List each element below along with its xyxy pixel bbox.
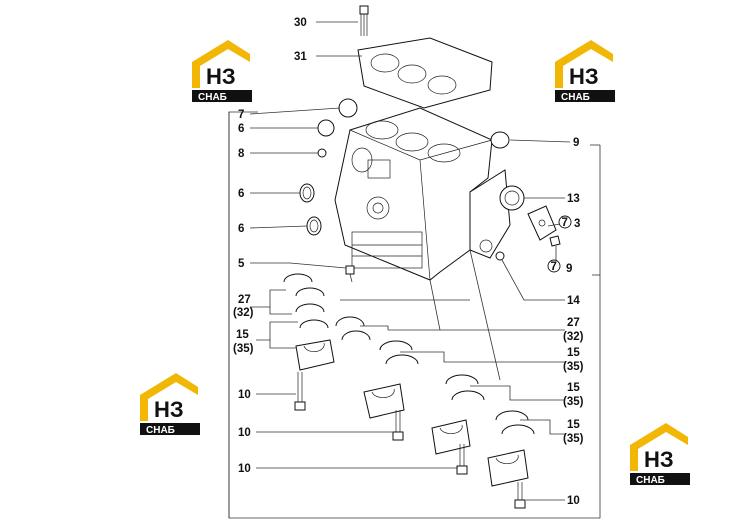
callout-6b: 6 [238,188,244,200]
callout-31: 31 [294,51,307,63]
group-bracket-lines [228,111,601,519]
watermark-logo-bottom-left: НЗ СНАБ [140,373,200,436]
bolt-5-part [345,265,355,283]
seal-6b-part [299,183,315,203]
head-gasket-part [357,37,493,109]
rear-plate-part [469,169,511,259]
callout-10d: 10 [567,495,580,507]
callout-3: 3 [574,218,580,230]
callout-6a: 6 [238,123,244,135]
callout-13: 13 [567,193,580,205]
callout-15d: 15 [567,419,580,431]
callout-35d: (35) [563,433,584,445]
svg-text:НЗ: НЗ [569,64,599,89]
callout-10b: 10 [238,427,251,439]
callout-8: 8 [238,148,245,160]
callout-15a: 15 [236,329,249,341]
cylinder-block-part [334,107,494,281]
cap-bolt-1-part [294,372,306,411]
callout-27b: 27 [567,317,580,329]
watermark-logo-top-left: НЗ СНАБ [192,40,252,103]
callout-32a: (32) [233,307,254,319]
cap-bolt-4-part [514,482,526,509]
bearing-cap-1-part [295,339,335,371]
plug-6a-part [317,119,335,137]
cover-plate-3-part [527,205,557,241]
ref-circle-7a: 7 [558,215,572,229]
svg-text:СНАБ: СНАБ [198,92,227,103]
svg-text:СНАБ: СНАБ [146,425,175,436]
callout-32b: (32) [563,331,584,343]
svg-text:НЗ: НЗ [154,397,184,422]
callout-35c: (35) [563,396,584,408]
callout-5: 5 [238,258,245,270]
callout-14: 14 [567,295,580,307]
plug-14-part [495,251,505,261]
bearing-shells-right-part [445,374,485,401]
head-bolt-part [359,5,369,36]
watermark-logo-top-right: НЗ СНАБ [555,40,615,103]
callout-30: 30 [294,17,307,29]
bearing-cap-3-part [431,419,471,455]
seal-6c-part [306,216,322,236]
bearing-cap-4-part [487,449,529,487]
callout-27a: 27 [238,294,251,306]
callout-10c: 10 [238,463,251,475]
bearing-shells-mid-part [335,316,371,341]
svg-text:7: 7 [551,261,557,273]
bearing-shells-mid2-part [379,340,419,365]
callout-6c: 6 [238,223,244,235]
callout-15b: 15 [567,347,580,359]
leader-lines [249,21,571,501]
callout-35b: (35) [563,361,584,373]
svg-text:НЗ: НЗ [644,447,674,472]
svg-text:СНАБ: СНАБ [636,475,665,486]
svg-text:СНАБ: СНАБ [561,92,590,103]
callout-9b: 9 [566,263,572,275]
bearing-shells-left-part [283,273,329,329]
svg-text:НЗ: НЗ [206,64,236,89]
callout-9a: 9 [573,137,579,149]
bearing-shells-far-right-part [495,410,535,435]
bearing-cap-2-part [363,383,405,419]
plug-9-part [490,131,510,149]
callout-35a: (35) [233,343,254,355]
cap-bolt-3-part [456,444,468,475]
seal-13-part [499,185,525,211]
plug-7-part [338,98,358,118]
watermark-logo-bottom-right: НЗ СНАБ [630,423,690,486]
callout-15c: 15 [567,382,580,394]
ref-circle-7b: 7 [547,259,561,273]
bolt-9-part [549,235,561,247]
callout-10a: 10 [238,389,251,401]
svg-text:7: 7 [562,217,568,229]
callout-7: 7 [238,109,244,121]
plug-8-part [317,148,327,158]
cap-bolt-2-part [392,410,404,441]
